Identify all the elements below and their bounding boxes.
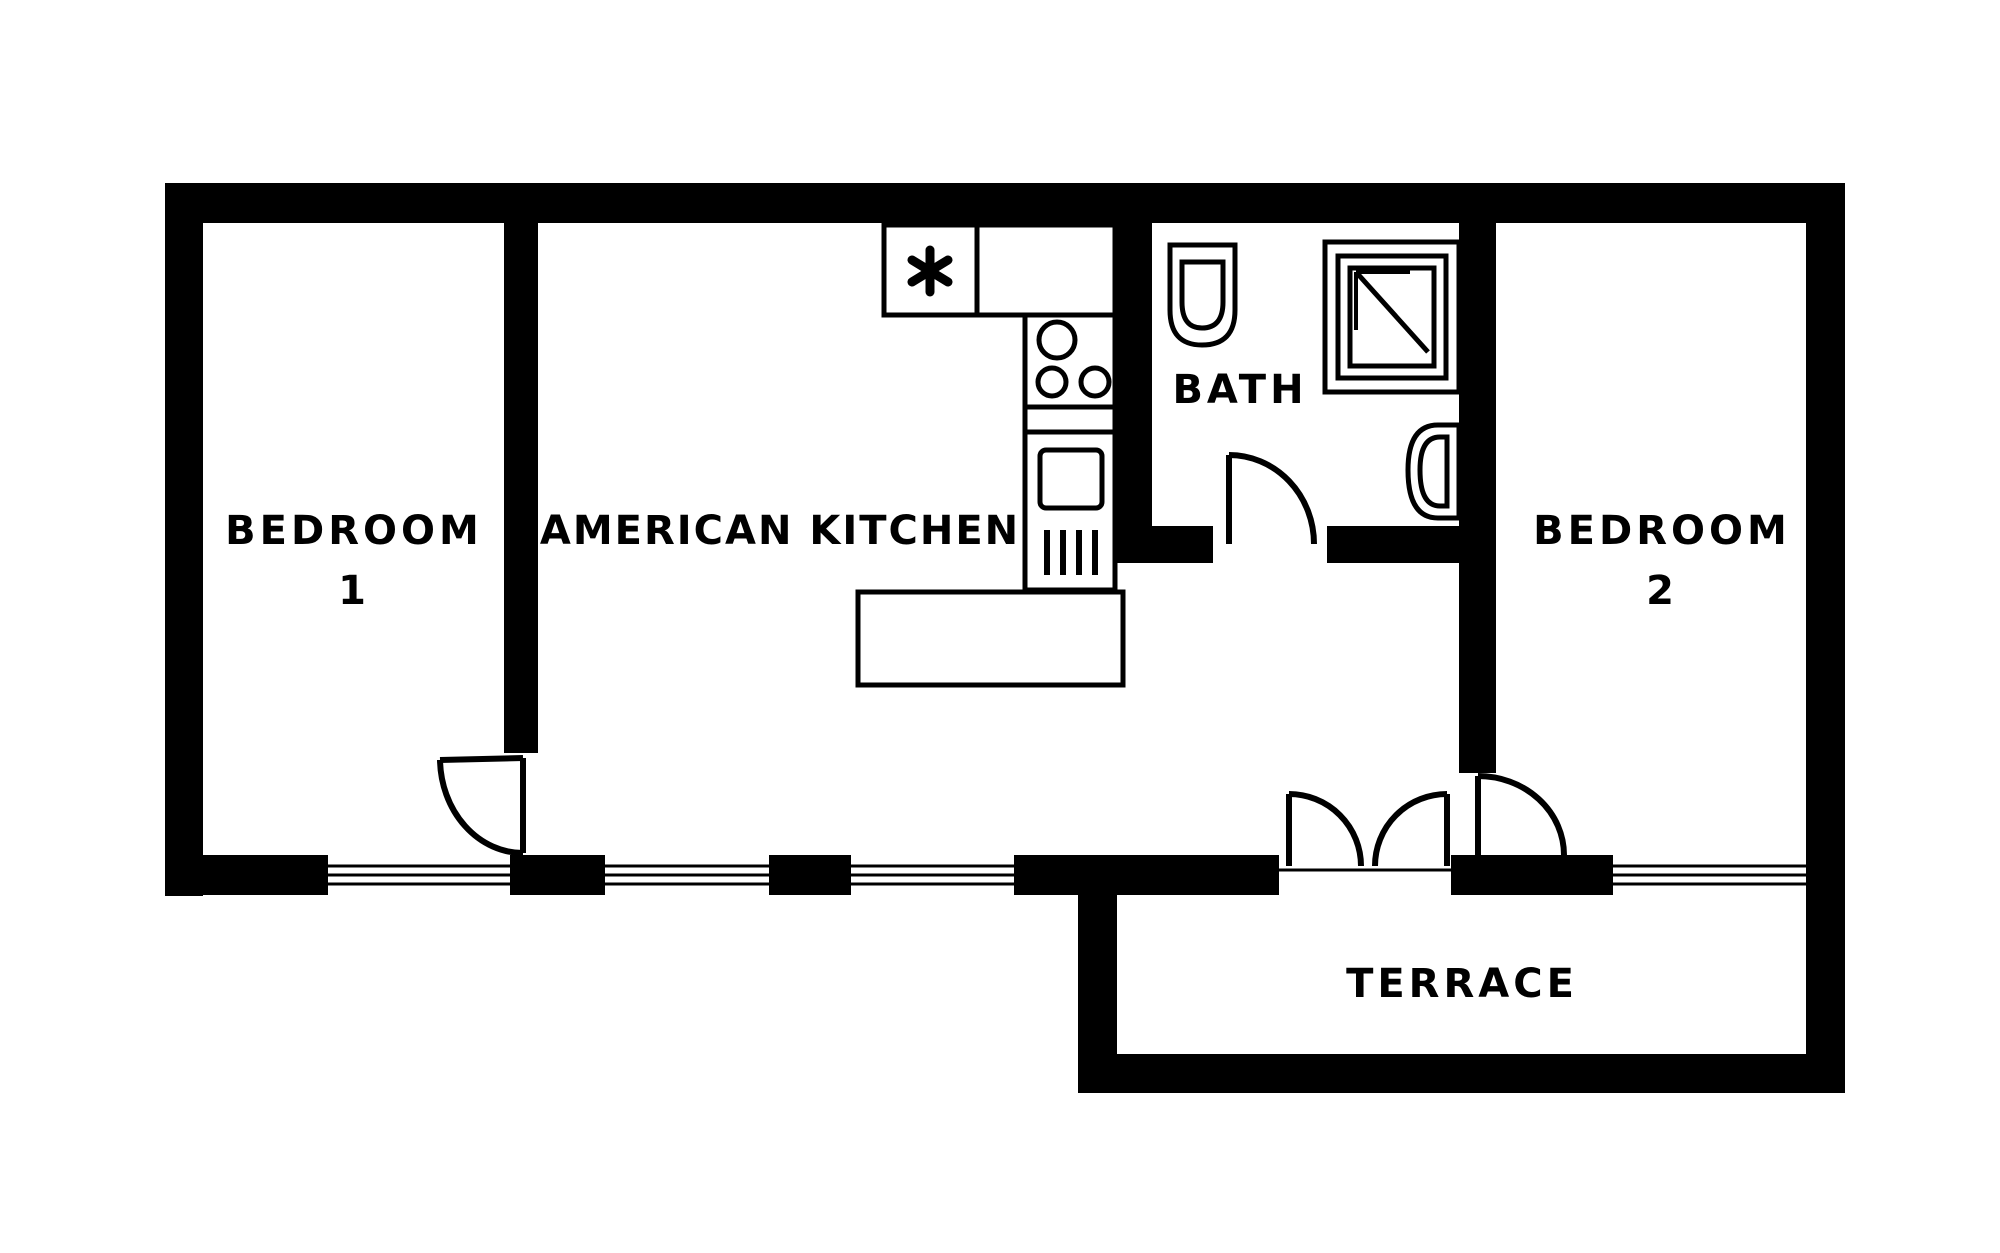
shower-inner xyxy=(1347,265,1437,369)
bottom-wall-segment xyxy=(510,855,605,895)
doors xyxy=(437,452,1567,867)
door-terrace-right xyxy=(1372,791,1450,867)
door-bedroom2 xyxy=(1475,773,1567,856)
bedroom2-label-line2: 2 xyxy=(1646,568,1678,614)
wall-bath-bottom-left xyxy=(1115,526,1213,563)
toilet-bowl xyxy=(1179,259,1226,331)
kitchen-island xyxy=(855,589,1126,688)
door-terrace-left xyxy=(1286,791,1364,867)
door-bath xyxy=(1226,452,1317,545)
snowflake-glyph xyxy=(907,245,953,297)
sink-icon xyxy=(1405,422,1462,521)
terrace-wall-bottom xyxy=(1078,1054,1845,1093)
bedroom1-label-line2: 1 xyxy=(338,568,370,614)
burner xyxy=(1035,365,1069,399)
oven-window xyxy=(1037,447,1105,511)
bath-fixtures xyxy=(1167,239,1462,521)
bedroom1-label-line1: BEDROOM xyxy=(225,508,483,554)
door-bedroom1 xyxy=(437,755,526,856)
stove-icon xyxy=(1022,312,1118,410)
counter-top xyxy=(974,222,1118,318)
wall-bedroom1 xyxy=(504,210,538,753)
shower-drain-line xyxy=(1354,270,1430,354)
sink-basin xyxy=(1417,434,1450,509)
window xyxy=(1613,864,1806,886)
toilet-icon xyxy=(1167,242,1238,348)
oven-grill xyxy=(1044,530,1098,575)
wall-bedroom2 xyxy=(1459,210,1496,773)
walls xyxy=(165,183,1845,1093)
window xyxy=(328,864,510,886)
bedroom2-label-line1: BEDROOM xyxy=(1533,508,1791,554)
wall-bath-left xyxy=(1115,210,1152,563)
bottom-wall-segment xyxy=(769,855,851,895)
bottom-wall-segment xyxy=(165,855,328,895)
bottom-wall-segment xyxy=(1451,855,1613,895)
burner xyxy=(1036,319,1078,361)
burner xyxy=(1078,365,1112,399)
room-labels: BEDROOM 1 AMERICAN KITCHEN BATH BEDROOM … xyxy=(225,367,1791,1007)
kitchen-label: AMERICAN KITCHEN xyxy=(540,508,1020,554)
shower-tray xyxy=(1335,253,1449,381)
bath-label: BATH xyxy=(1172,367,1307,413)
outer-wall-right xyxy=(1806,183,1845,893)
wall-bath-bottom-right xyxy=(1327,526,1461,563)
window xyxy=(851,864,1014,886)
shower-icon xyxy=(1322,239,1462,395)
terrace-label: TERRACE xyxy=(1346,961,1578,1007)
outer-wall-left xyxy=(165,183,203,896)
window xyxy=(605,864,769,886)
windows xyxy=(328,864,1806,886)
bottom-wall-segment xyxy=(1014,855,1279,895)
kitchen-fixtures xyxy=(855,222,1126,688)
outer-wall-top xyxy=(165,183,1845,223)
terrace-wall-right xyxy=(1806,892,1845,1093)
